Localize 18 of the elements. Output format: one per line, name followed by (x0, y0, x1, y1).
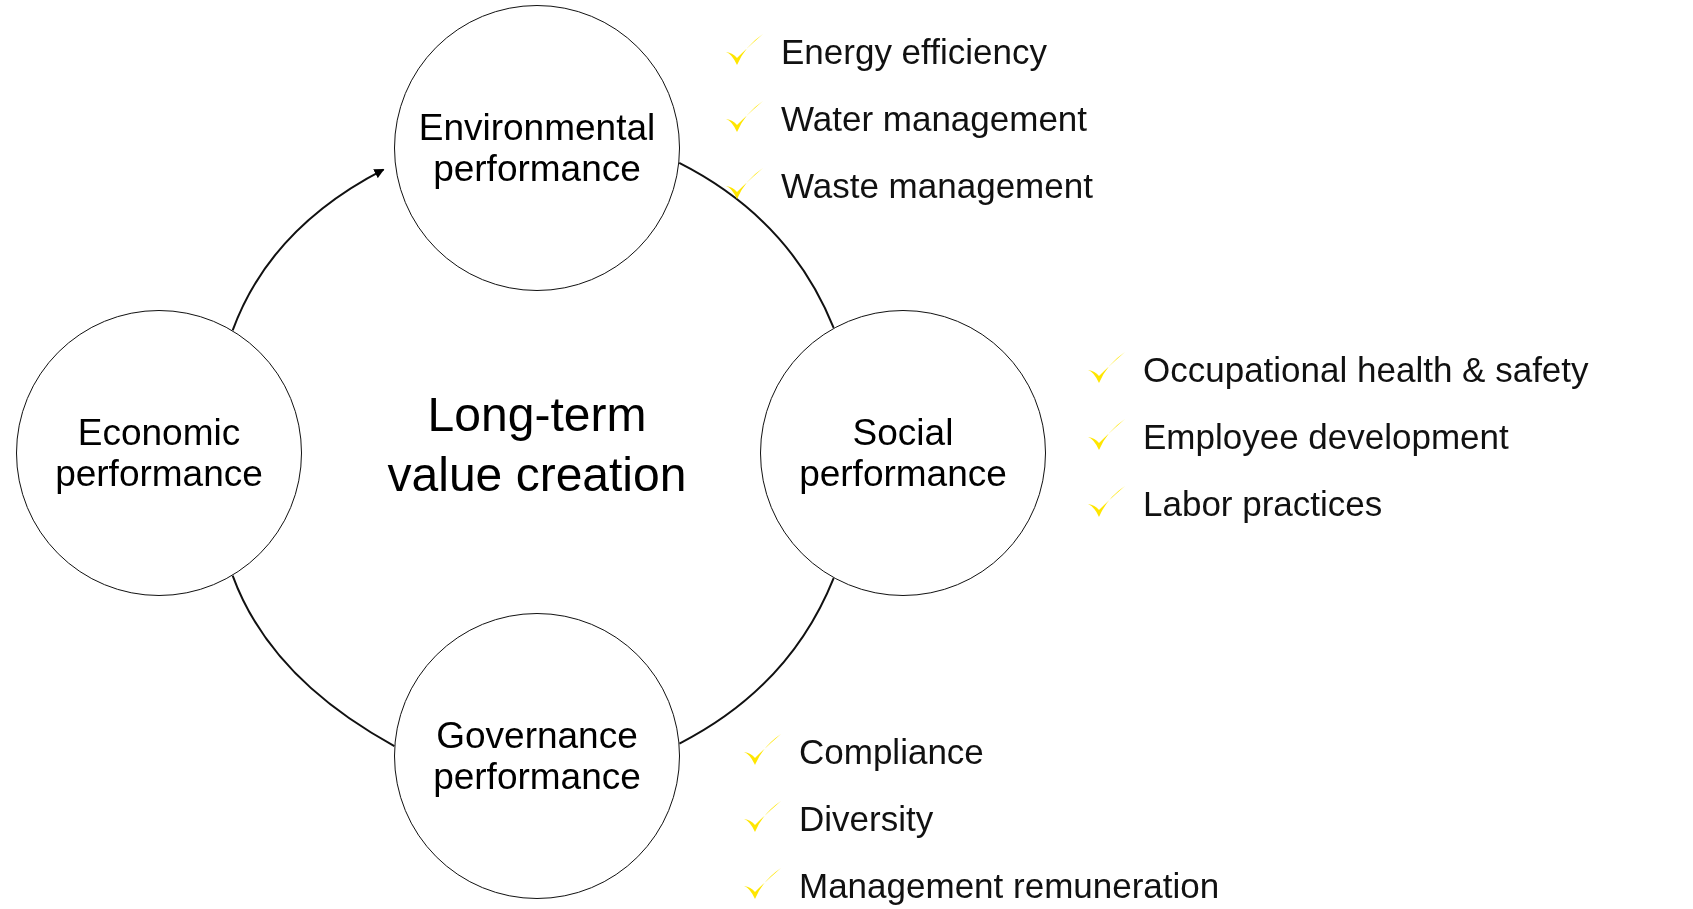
checklist-item: Labor practices (1143, 485, 1383, 521)
node-title: Governance performance (432, 714, 642, 798)
node-title: Environmental performance (417, 106, 657, 190)
center-heading: Long-term value creation (387, 387, 687, 503)
checklist-item: Management remuneration (799, 867, 1220, 903)
connector-arc (678, 161, 835, 329)
checklist-item: Compliance (799, 733, 984, 769)
arrow (231, 168, 385, 332)
checklist-item: Energy efficiency (781, 33, 1047, 69)
connector-arc (678, 577, 835, 745)
checklist-item: Occupational health & safety (1143, 351, 1589, 387)
checklist-item: Water management (781, 100, 1088, 136)
checklist-item: Diversity (799, 800, 934, 836)
node-title: Social performance (798, 411, 1008, 495)
checklist-item: Waste management (781, 167, 1093, 203)
checklist-item: Employee development (1143, 418, 1509, 454)
connector-arc (231, 574, 396, 747)
node-title: Economic performance (54, 411, 264, 495)
